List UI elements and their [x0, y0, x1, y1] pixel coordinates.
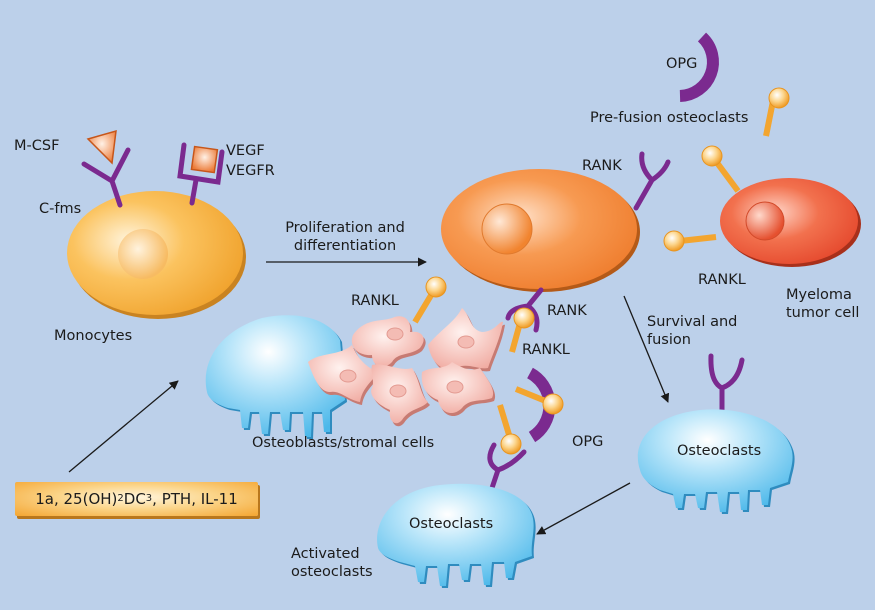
stromal-cell — [371, 364, 430, 427]
preosteoclast-nucleus — [481, 203, 533, 255]
label-rank-top: RANK — [582, 158, 622, 174]
label-mcsf: M-CSF — [14, 138, 60, 154]
factor-text-part1: 1a, 25(OH) — [35, 490, 118, 508]
vegf-ligand-icon — [190, 145, 219, 174]
label-vegfr: VEGFR — [226, 163, 275, 179]
label-osteoclasts-right: Osteoclasts — [677, 443, 762, 459]
label-prefusion-osteoclasts: Pre-fusion osteoclasts — [590, 110, 749, 126]
rankl-ligand-icon — [663, 230, 717, 252]
label-rankl-stromal: RANKL — [351, 293, 399, 309]
osteoclast-right-receptor-icon — [708, 353, 745, 413]
factors-arrow — [68, 380, 179, 473]
factor-text-part2: DC — [123, 490, 146, 508]
label-proliferation-line1: Proliferation and — [285, 220, 405, 236]
label-opg-top: OPG — [666, 56, 698, 72]
opg-top-icon — [679, 32, 719, 102]
label-activated-osteoclasts: Activated osteoclasts — [291, 545, 373, 581]
label-rankl-right: RANKL — [698, 272, 746, 288]
label-cfms: C-fms — [39, 201, 82, 217]
label-proliferation-line2: differentiation — [293, 238, 397, 254]
mcsf-ligand-icon — [86, 129, 117, 165]
label-survival-line2: fusion — [647, 332, 691, 348]
label-monocytes: Monocytes — [54, 328, 133, 344]
monocyte-nucleus — [118, 229, 168, 279]
label-rankl-mid: RANKL — [522, 342, 570, 358]
vegfr-receptor-icon — [177, 142, 225, 206]
activation-arrow — [536, 482, 631, 535]
label-opg-bottom: OPG — [572, 434, 604, 450]
monocyte-cell — [67, 191, 246, 319]
rank-receptor-top-icon — [633, 151, 671, 211]
rankl-ligand-icon — [701, 145, 741, 193]
label-myeloma-tumor-cell: Myeloma tumor cell — [786, 286, 859, 322]
label-survival-fusion: Survival and fusion — [647, 313, 737, 349]
cfms-receptor-icon — [81, 147, 131, 208]
osteoclast-right — [637, 409, 795, 514]
osteoclast-bottom — [377, 483, 536, 588]
label-myeloma-line1: Myeloma — [786, 287, 852, 303]
stromal-cell — [351, 316, 426, 370]
rankl-ligand-icon — [763, 87, 790, 137]
rankl-ligand-icon — [514, 386, 564, 415]
myeloma-tumor-cell — [720, 178, 861, 267]
label-vegf: VEGF — [226, 143, 265, 159]
stromal-cells — [308, 308, 505, 427]
label-survival-line1: Survival and — [647, 314, 738, 330]
myeloma-nucleus — [745, 201, 785, 241]
survival-fusion-arrow — [623, 295, 670, 403]
rankl-ligand-icon — [497, 404, 522, 455]
rankl-ligand-icon — [509, 307, 535, 353]
label-activated-line1: Activated — [291, 546, 360, 562]
rank-receptor-mid-icon — [505, 287, 544, 333]
label-osteoclasts-bottom: Osteoclasts — [409, 516, 494, 532]
rankl-ligand-icon — [412, 276, 447, 324]
label-osteoblasts-stromal-cells: Osteoblasts/stromal cells — [252, 435, 435, 451]
label-proliferation-differentiation: Proliferation and differentiation — [270, 219, 420, 255]
stromal-cell — [308, 345, 380, 405]
label-rank-mid: RANK — [547, 303, 587, 319]
osteoclast-left — [205, 315, 347, 439]
preosteoclast-cell — [441, 169, 640, 292]
stromal-cell — [428, 308, 505, 373]
rank-receptor-bottom-icon — [487, 442, 527, 491]
label-myeloma-line2: tumor cell — [786, 305, 860, 321]
factor-text-part3: , PTH, IL-11 — [152, 490, 238, 508]
label-activated-line2: osteoclasts — [291, 564, 373, 580]
stromal-cell — [421, 362, 496, 417]
